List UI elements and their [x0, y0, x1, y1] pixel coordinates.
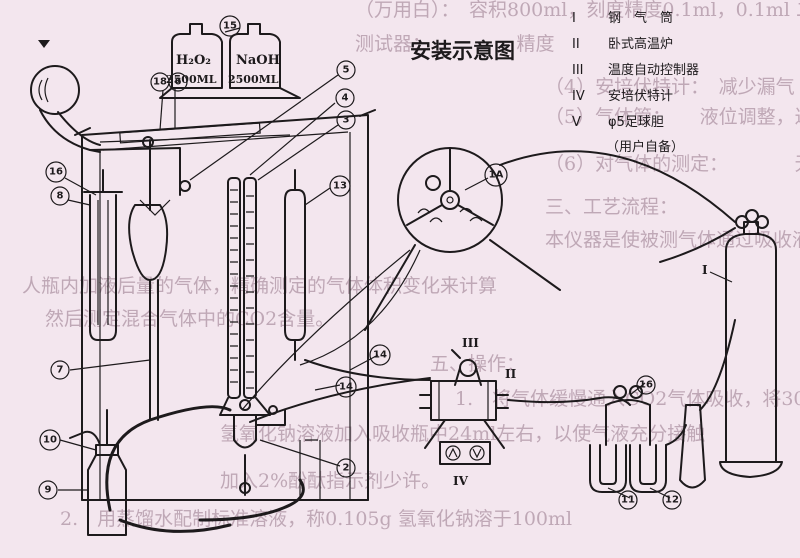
callout-7: 7: [57, 365, 64, 376]
leader-lines: [58, 27, 733, 499]
wires: [241, 249, 431, 423]
legend: I 钢 气 筒 II 卧式高温炉 III 温度自动控制器 IV 安培伏特计 V …: [572, 10, 699, 155]
legend-roman: II: [572, 37, 580, 52]
apparatus-cabinet: [74, 109, 376, 501]
background-line: 然后测定混合气体中的CO2含量。: [45, 308, 334, 330]
bubbler-6: [128, 199, 171, 421]
background-line: （万用白）： 容积800ml，刻度精度0.1ml，0.1ml 二个: [355, 0, 800, 21]
callout-12: 12: [665, 495, 679, 506]
ammeter-voltmeter: [439, 441, 491, 465]
legend-text: 卧式高温炉: [608, 36, 673, 52]
callout-3: 3: [343, 115, 350, 126]
background-line: 氢氧化钠溶液加入吸收瓶中24ml左右，以使气液充分接触: [220, 423, 705, 445]
callout-8: 8: [57, 191, 64, 202]
bottle-h2o2-formula: H₂O₂: [176, 53, 211, 68]
u-tube-absorbers: [589, 319, 736, 493]
callout-18: 16: [49, 167, 63, 178]
callout-15: 14: [339, 382, 353, 393]
gas-cylinder: [659, 209, 783, 478]
legend-roman: V: [572, 115, 581, 130]
condenser-13: [284, 169, 306, 361]
background-line: （6）对气体的测定： 无毒无害、通气搅拌: [545, 153, 800, 175]
background-line: （5）气体管： 液位调整，达到标准状态: [545, 106, 800, 128]
legend-roman: I: [572, 11, 576, 26]
bottle-h2o2-volume: 2500ML: [166, 73, 217, 86]
diagram-title: 安装示意图: [410, 39, 515, 63]
callout-13: 13: [333, 181, 347, 192]
callout-2: 2: [343, 463, 350, 474]
gas-bladder: [30, 40, 101, 153]
background-line: 五、操作：: [430, 353, 525, 375]
marker-iii: III: [462, 336, 479, 350]
callout-6: 6: [175, 77, 182, 88]
manifold-tubing: [89, 134, 291, 211]
callout-19: 18: [153, 77, 167, 88]
callout-4: 4: [342, 93, 349, 104]
background-line: 本仪器是使被测气体通过吸收液，被吸收后体积减少。流程: [545, 229, 800, 251]
legend-text: 安培伏特计: [608, 88, 673, 104]
roman-markers: I II III IV: [453, 263, 708, 488]
gas-burette: [219, 177, 286, 496]
callout-16: 15: [223, 21, 237, 32]
callout-10: 10: [43, 435, 57, 446]
leveling-hose: [105, 405, 305, 533]
temperature-controller: [364, 147, 736, 331]
marker-i: I: [702, 263, 708, 277]
callout-11: 11: [621, 495, 635, 506]
background-line: 测试器： 精度: [355, 33, 555, 55]
bottle-naoh-formula: NaOH: [236, 53, 280, 68]
background-line: 人瓶内加液后量的气体，精确测定的气体体积变化来计算: [22, 275, 497, 297]
callout-18b: 16: [639, 380, 653, 391]
callouts: 15 18 6 5 4 3 16 8 13 7 10 9 2 14 14 1A …: [38, 15, 682, 510]
legend-note: （用户自备）: [606, 139, 684, 155]
callout-5: 5: [343, 65, 350, 76]
legend-text: φ5足球胆: [608, 115, 664, 130]
legend-text: 钢 气 筒: [608, 10, 673, 26]
reagent-bottles: H₂O₂ 2500ML NaOH 2500ML: [159, 23, 301, 99]
background-line: 加入2%酚酞指示剂少许。: [220, 470, 440, 492]
callout-14: 14: [373, 350, 387, 361]
bottle-naoh-volume: 2500ML: [228, 73, 279, 86]
legend-text: 温度自动控制器: [608, 62, 699, 78]
background-line: 三、工艺流程：: [545, 196, 678, 218]
background-line: 2. 用蒸馏水配制标准溶液，称0.105g 氢氧化钠溶于100ml: [60, 508, 572, 530]
callout-1a: 1A: [489, 170, 504, 181]
legend-roman: III: [572, 63, 584, 78]
background-text: （万用白）： 容积800ml，刻度精度0.1ml，0.1ml 二个 测试器： 精…: [22, 0, 800, 530]
callout-9: 9: [45, 485, 52, 496]
background-line: （4）安培伏特计： 减少漏气: [545, 76, 795, 98]
marker-ii: II: [505, 367, 517, 381]
marker-iv: IV: [453, 474, 469, 488]
legend-roman: IV: [572, 89, 585, 104]
